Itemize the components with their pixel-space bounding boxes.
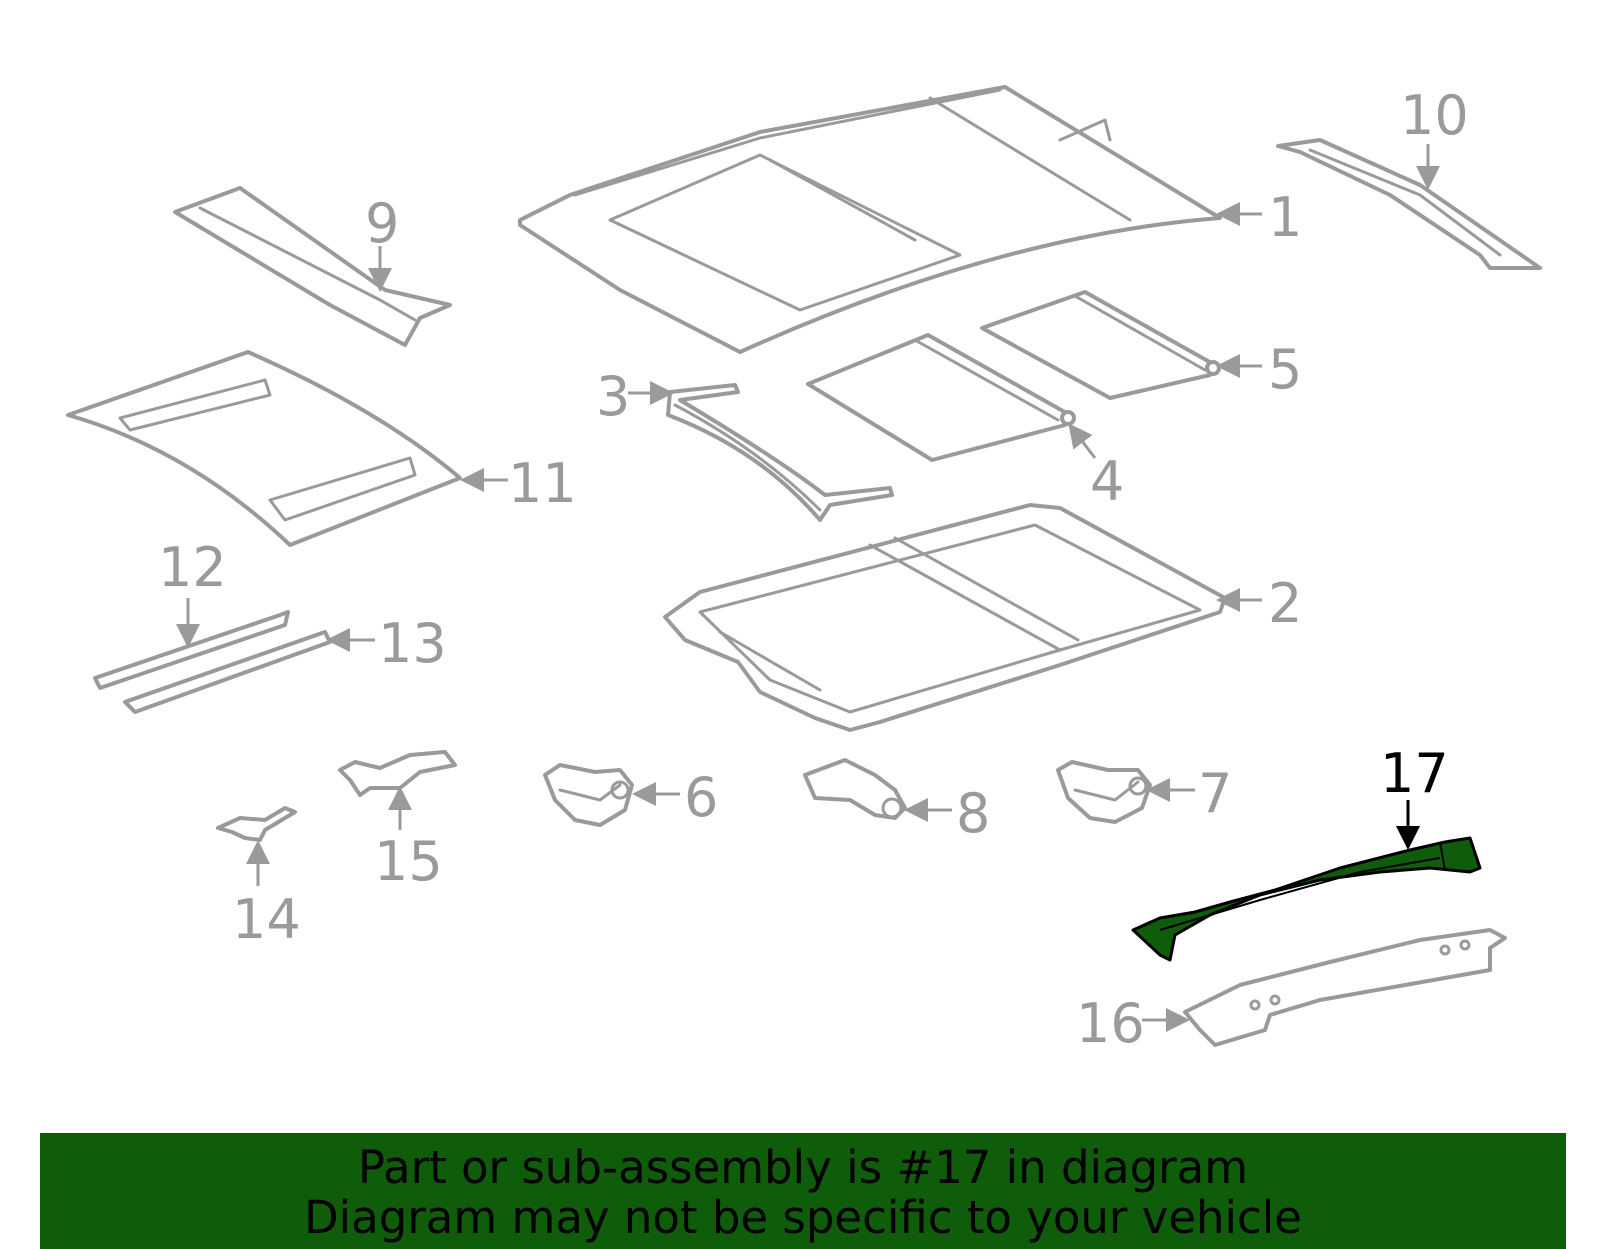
callout-15[interactable]: 15 <box>374 830 443 893</box>
part-9-front-header[interactable] <box>173 186 452 347</box>
part-1-roof-panel[interactable] <box>518 85 1222 354</box>
part-7-sensor[interactable] <box>1056 760 1152 824</box>
callout-3[interactable]: 3 <box>596 365 630 428</box>
part-17-highlighted-rail[interactable] <box>1131 836 1482 962</box>
info-banner: Part or sub-assembly is #17 in diagram D… <box>40 1133 1566 1249</box>
callout-arrow-4 <box>1068 423 1097 459</box>
callout-11[interactable]: 11 <box>508 452 577 515</box>
part-3-deflector[interactable] <box>666 383 894 522</box>
callout-6[interactable]: 6 <box>684 766 718 829</box>
part-14-bracket[interactable] <box>216 806 297 842</box>
callout-2[interactable]: 2 <box>1268 572 1302 635</box>
banner-line-2: Diagram may not be specific to your vehi… <box>304 1191 1302 1244</box>
callout-10[interactable]: 10 <box>1400 84 1469 147</box>
callout-7[interactable]: 7 <box>1198 762 1232 825</box>
part-16-rear-lower-rail[interactable] <box>1183 928 1507 1047</box>
callout-9[interactable]: 9 <box>365 192 399 255</box>
callout-1[interactable]: 1 <box>1268 186 1302 249</box>
part-5-glass-rear[interactable] <box>980 290 1221 400</box>
callout-17[interactable]: 17 <box>1380 742 1449 805</box>
part-2-sunroof-frame[interactable] <box>663 503 1227 732</box>
callout-5[interactable]: 5 <box>1268 338 1302 401</box>
part-11-headliner[interactable] <box>66 350 462 547</box>
callout-12[interactable]: 12 <box>158 536 227 599</box>
part-15-bracket[interactable] <box>338 750 457 797</box>
part-6-sensor[interactable] <box>543 763 634 827</box>
callout-4[interactable]: 4 <box>1090 450 1124 513</box>
part-4-glass-front[interactable] <box>806 333 1076 462</box>
callout-13[interactable]: 13 <box>378 612 447 675</box>
callout-14[interactable]: 14 <box>232 888 301 951</box>
part-8-motor[interactable] <box>803 758 907 820</box>
callout-16[interactable]: 16 <box>1076 992 1145 1055</box>
part-12-strip[interactable] <box>93 610 290 690</box>
banner-line-1: Part or sub-assembly is #17 in diagram <box>357 1141 1249 1194</box>
part-10-rear-rail[interactable] <box>1276 138 1542 270</box>
callout-8[interactable]: 8 <box>956 782 990 845</box>
